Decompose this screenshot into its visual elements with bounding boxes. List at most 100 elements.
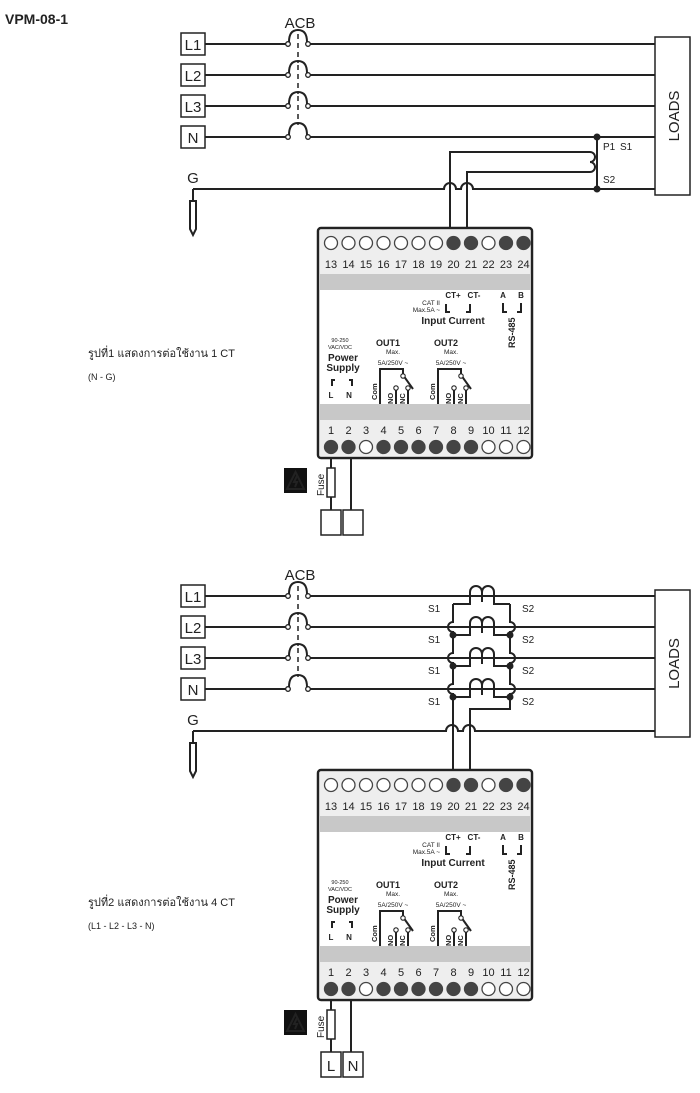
terminal-7: [428, 981, 444, 997]
ground-rod-icon: [189, 742, 197, 780]
terminal-23: [498, 777, 514, 793]
terminal-21: [463, 777, 479, 793]
terminal-number: 19: [430, 259, 442, 271]
breaker-contact: [305, 103, 311, 109]
terminal-number: 20: [447, 801, 459, 813]
rs485-a-label: A: [500, 291, 506, 300]
breaker-contact: [305, 655, 311, 661]
terminal-number: 24: [517, 801, 529, 813]
bottom-terminal-strip: [320, 962, 530, 998]
terminal-21: [463, 235, 479, 251]
supply-range: 90-250: [331, 880, 348, 886]
terminal-number: 9: [468, 967, 474, 979]
cat-label: CAT II: [422, 842, 440, 849]
document-title: VPM-08-1: [5, 11, 68, 27]
rs485-bracket: [502, 303, 522, 313]
relay-contact: [437, 368, 472, 404]
terminal-17: [393, 235, 409, 251]
s2-label: S2: [522, 666, 535, 677]
loads-box: [654, 36, 691, 196]
contact-point: [458, 915, 464, 921]
rs485-bracket: [502, 845, 522, 855]
terminal-number: 11: [500, 425, 511, 437]
terminal-number: 4: [380, 425, 386, 437]
terminal-number: 20: [447, 259, 459, 271]
terminal-number: 16: [377, 801, 389, 813]
terminal-8: [446, 981, 461, 997]
terminal-number: 3: [363, 967, 369, 979]
warning-triangle: [285, 469, 306, 490]
terminal-number: 15: [360, 801, 372, 813]
ground-label: G: [187, 170, 199, 187]
contact-point: [400, 915, 406, 921]
terminal-number: 10: [482, 425, 494, 437]
breaker-contact: [285, 624, 291, 630]
max-label: Max.: [444, 891, 458, 898]
ct-s1-bus: [447, 604, 454, 770]
terminal-number: 8: [450, 425, 456, 437]
power-n-label: N: [346, 933, 352, 942]
contact-point: [451, 927, 457, 933]
power-label: Power: [328, 353, 358, 364]
s2-label: S2: [522, 635, 535, 646]
terminal-18: [411, 235, 426, 251]
ct-coil-icon: [453, 616, 510, 636]
terminal-number: 5: [398, 425, 404, 437]
contact-point: [405, 385, 411, 391]
terminal-22: [481, 235, 496, 251]
terminal-number: 2: [345, 967, 351, 979]
breaker-contact: [285, 41, 291, 47]
rs485-b-label: B: [518, 833, 524, 842]
terminal-number: 10: [482, 967, 494, 979]
com-label: Com: [428, 383, 437, 400]
no-label: NO: [386, 393, 395, 404]
ct-plus-label: CT+: [445, 833, 461, 842]
breaker-contact: [305, 593, 311, 599]
ct-minus-label: CT-: [468, 291, 481, 300]
lightning-bolt: [292, 1017, 299, 1030]
terminal-23: [498, 235, 514, 251]
breaker-contact: [285, 134, 291, 140]
ground-line: [193, 724, 655, 732]
terminal-14: [341, 235, 356, 251]
nc-label: NC: [456, 935, 465, 946]
supply-terminal-label: L: [327, 1058, 335, 1075]
breaker-contact: [305, 134, 311, 140]
terminal-number: 17: [395, 801, 407, 813]
breaker-contact: [285, 593, 291, 599]
terminal-number: 17: [395, 259, 407, 271]
terminal-12: [516, 981, 531, 997]
supply-label: Supply: [326, 363, 360, 374]
contact-point: [393, 385, 399, 391]
terminal-number: 15: [360, 259, 372, 271]
breaker-icon: [288, 580, 308, 595]
out2-label: OUT2: [434, 880, 458, 890]
s2-label: S2: [603, 175, 616, 186]
rs485-b-label: B: [518, 291, 524, 300]
s2-label: S2: [522, 604, 535, 615]
breaker-icon: [288, 28, 308, 43]
terminal-number: 24: [517, 259, 529, 271]
figure-caption: รูปที่2 แสดงการต่อใช้งาน 4 CT: [88, 894, 235, 909]
supply-label: Supply: [326, 905, 360, 916]
terminal-3: [358, 981, 374, 997]
loads-label: LOADS: [666, 638, 683, 689]
terminal-number: 7: [433, 967, 439, 979]
terminal-3: [358, 439, 374, 455]
terminal-number: 21: [465, 259, 477, 271]
ct-s2-bus: [469, 604, 516, 770]
s1-label: S1: [428, 635, 441, 646]
ct-plus-label: CT+: [445, 291, 461, 300]
terminal-16: [376, 235, 391, 251]
terminal-number: 23: [500, 801, 512, 813]
terminal-6: [411, 981, 426, 997]
rating-label: 5A/250V ~: [378, 902, 409, 909]
breaker-contact: [305, 686, 311, 692]
bottom-terminal-strip: [320, 420, 530, 456]
breaker-contact: [285, 686, 291, 692]
supply-terminal-box: [342, 509, 364, 536]
top-gray-band: [320, 274, 530, 290]
breaker-icon: [288, 642, 308, 657]
max-label: Max.: [386, 349, 400, 356]
